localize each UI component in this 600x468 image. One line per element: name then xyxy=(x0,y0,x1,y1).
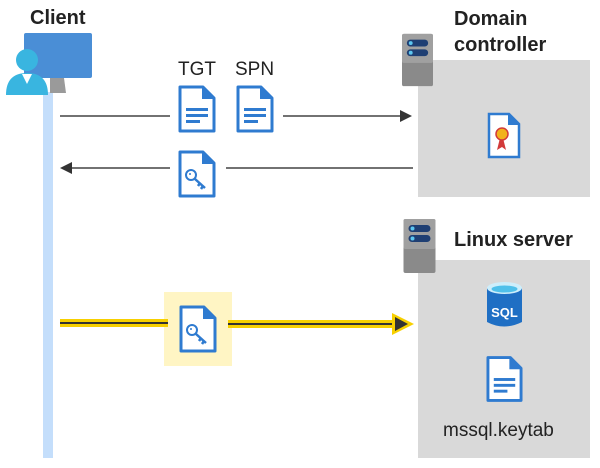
spn-label: SPN xyxy=(235,59,275,80)
linux-server-title: Linux server xyxy=(454,229,573,251)
request-arrowhead xyxy=(400,110,412,122)
domain-controller-title-line2: controller xyxy=(454,34,547,56)
dc-server-icon xyxy=(402,33,433,87)
client-lifeline xyxy=(43,92,53,458)
response-arrowhead xyxy=(60,162,72,174)
client-title: Client xyxy=(30,7,86,29)
client-computer-user-icon xyxy=(6,33,92,95)
auth-arrowhead xyxy=(395,317,408,331)
tgt-label: TGT xyxy=(178,59,216,80)
linux-server-icon xyxy=(403,219,436,273)
keytab-label: mssql.keytab xyxy=(443,420,554,441)
sql-database-icon xyxy=(487,282,522,327)
sql-icon-text: SQL xyxy=(491,305,518,320)
domain-controller-title-line1: Domain xyxy=(454,8,528,30)
certificate-icon xyxy=(487,112,521,159)
